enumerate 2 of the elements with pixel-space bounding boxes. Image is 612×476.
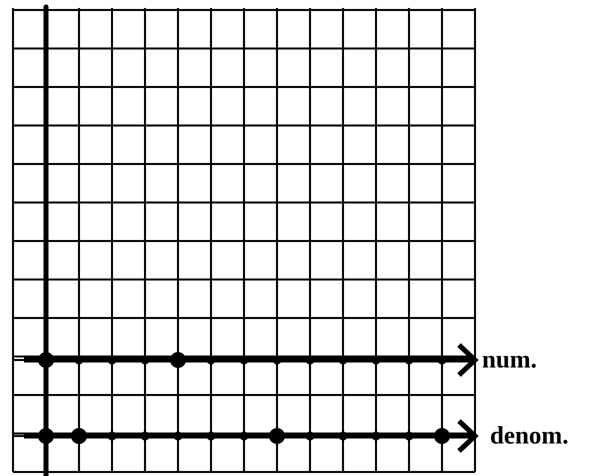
axis-label: denom.	[490, 424, 568, 448]
axis-label: num.	[482, 348, 537, 372]
